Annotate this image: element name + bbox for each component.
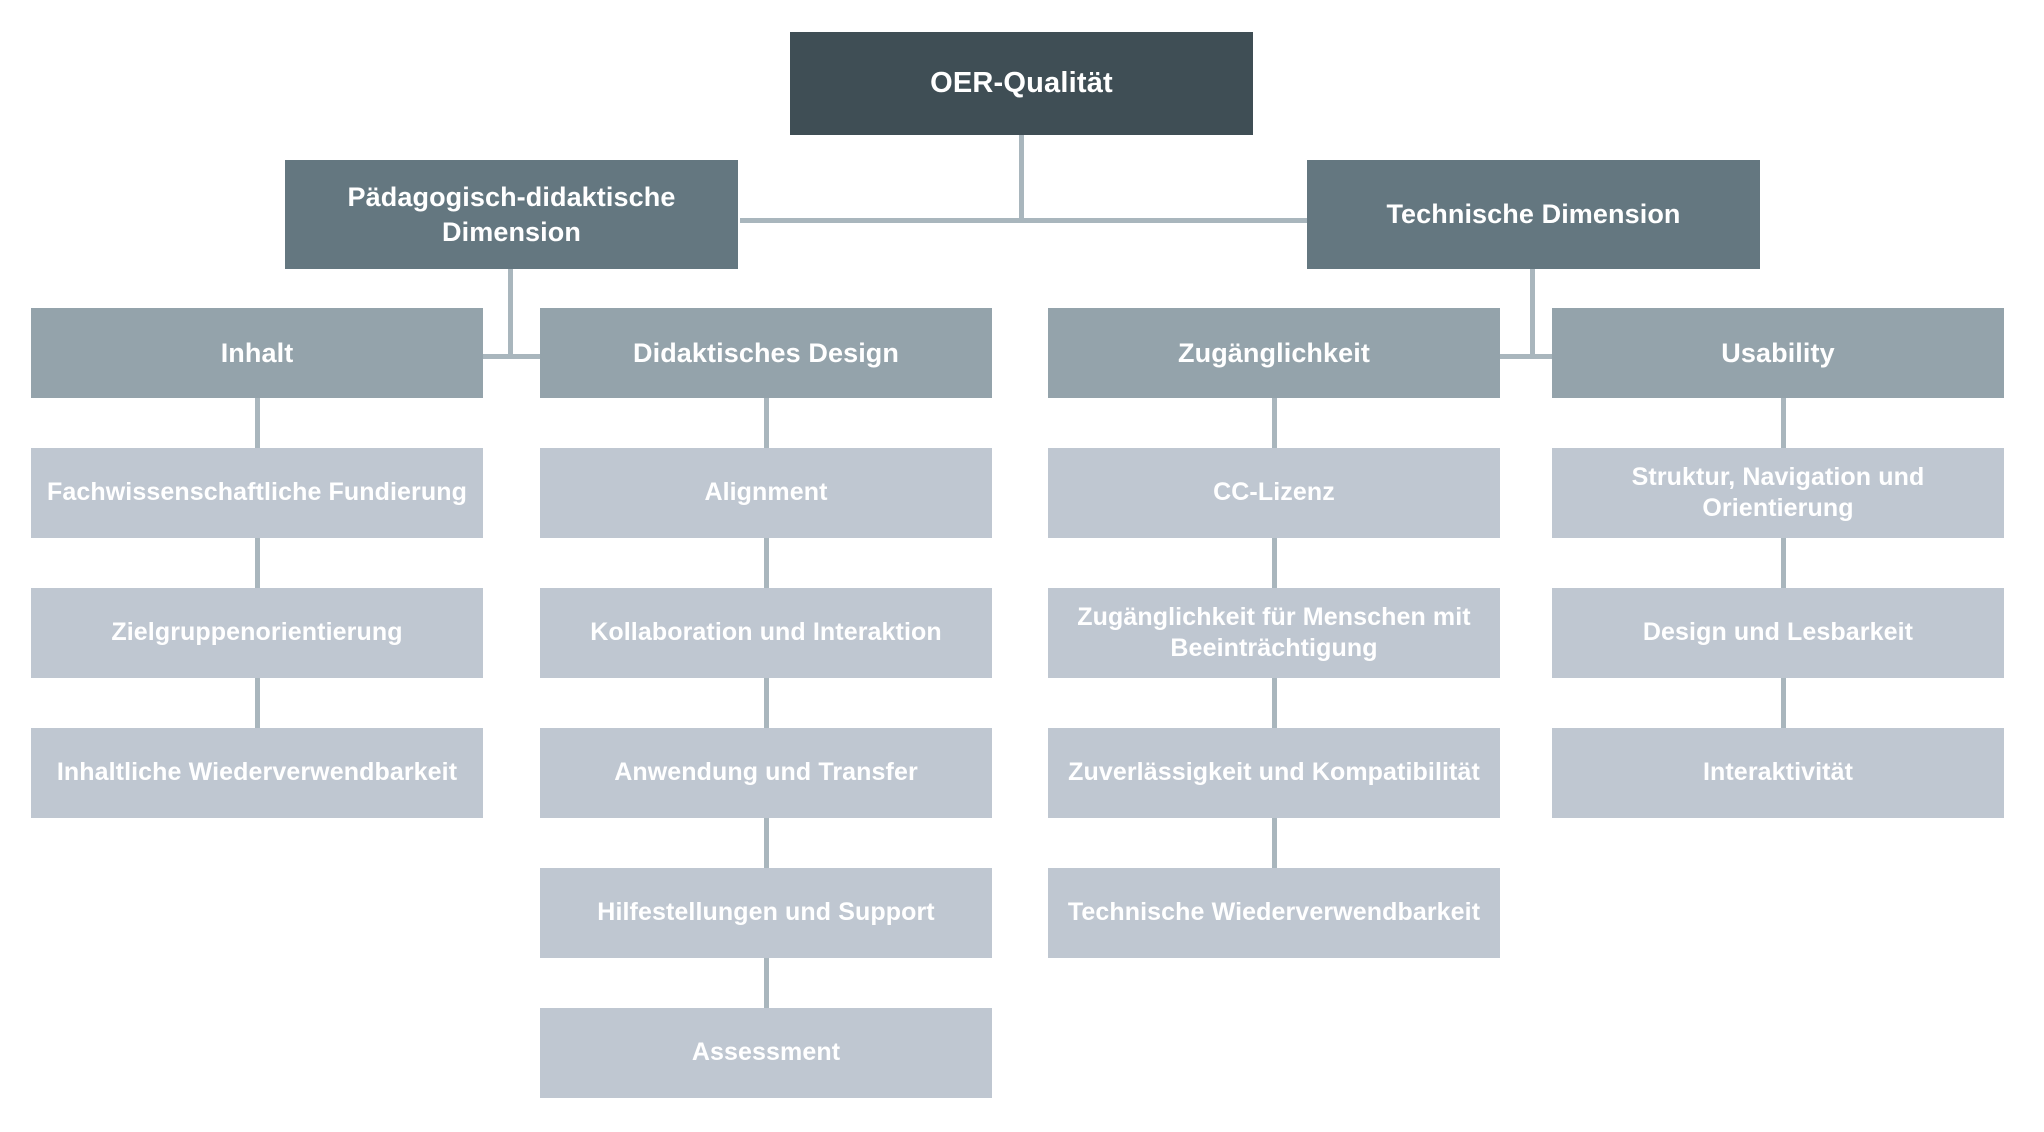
node-leaf-zielgruppenorientierung[interactable]: Zielgruppenorientierung [31, 588, 483, 678]
connector-root-down [1019, 135, 1024, 220]
connector-dimension-bus [740, 218, 1310, 223]
node-leaf-alignment[interactable]: Alignment [540, 448, 992, 538]
node-label: Inhaltliche Wiederverwendbarkeit [56, 758, 458, 787]
node-leaf-assessment[interactable]: Assessment [540, 1008, 992, 1098]
node-dimension-paedagogisch-didaktische[interactable]: Pädagogisch-didaktische Dimension [285, 160, 738, 269]
node-label: Assessment [691, 1038, 841, 1067]
node-category-zugaenglichkeit[interactable]: Zugänglichkeit [1048, 308, 1500, 398]
node-leaf-zuverlaessigkeit-und-kompatibilitaet[interactable]: Zuverlässigkeit und Kompatibilität [1048, 728, 1500, 818]
node-category-didaktisches-design[interactable]: Didaktisches Design [540, 308, 992, 398]
node-leaf-technische-wiederverwendbarkeit[interactable]: Technische Wiederverwendbarkeit [1048, 868, 1500, 958]
node-label: Pädagogisch-didaktische Dimension [347, 182, 676, 247]
node-leaf-cc-lizenz[interactable]: CC-Lizenz [1048, 448, 1500, 538]
node-category-usability[interactable]: Usability [1552, 308, 2004, 398]
node-label: Didaktisches Design [633, 337, 899, 368]
node-leaf-hilfestellungen-und-support[interactable]: Hilfestellungen und Support [540, 868, 992, 958]
connector-left-dimension-down [508, 269, 513, 359]
node-leaf-anwendung-und-transfer[interactable]: Anwendung und Transfer [540, 728, 992, 818]
node-label: Zugänglichkeit [1178, 337, 1370, 368]
node-label: CC-Lizenz [1213, 478, 1335, 507]
node-dimension-technische[interactable]: Technische Dimension [1307, 160, 1760, 269]
node-label: Fachwissenschaftliche Fundierung [47, 478, 467, 507]
node-leaf-inhaltliche-wiederverwendbarkeit[interactable]: Inhaltliche Wiederverwendbarkeit [31, 728, 483, 818]
node-leaf-fachwissenschaftliche-fundierung[interactable]: Fachwissenschaftliche Fundierung [31, 448, 483, 538]
connector-column-2-spine [764, 357, 769, 1087]
node-label: Zielgruppenorientierung [111, 618, 403, 647]
node-label: Zugänglichkeit für Menschen mit Beeinträ… [1077, 602, 1471, 663]
node-label: Inhalt [220, 337, 294, 368]
connector-right-dimension-down [1530, 269, 1535, 359]
node-label: Struktur, Navigation und Orientierung [1631, 462, 1925, 523]
node-label: Anwendung und Transfer [614, 758, 918, 787]
node-label: Hilfestellungen und Support [597, 898, 935, 927]
node-label: Technische Wiederverwendbarkeit [1067, 898, 1481, 927]
node-label: Design und Lesbarkeit [1642, 618, 1914, 647]
connector-left-category-bus [448, 354, 573, 359]
node-root-oer-qualitaet[interactable]: OER-Qualität [790, 32, 1253, 135]
node-label: Interaktivität [1702, 758, 1854, 787]
node-category-inhalt[interactable]: Inhalt [31, 308, 483, 398]
node-leaf-struktur-navigation-und-orientierung[interactable]: Struktur, Navigation und Orientierung [1552, 448, 2004, 538]
node-leaf-zugaenglichkeit-fuer-menschen-mit-beeintraechtigung[interactable]: Zugänglichkeit für Menschen mit Beeinträ… [1048, 588, 1500, 678]
connector-right-category-bus [1470, 354, 1595, 359]
node-leaf-design-und-lesbarkeit[interactable]: Design und Lesbarkeit [1552, 588, 2004, 678]
node-label: Alignment [704, 478, 828, 507]
node-label: OER-Qualität [930, 67, 1113, 100]
node-label: Zuverlässigkeit und Kompatibilität [1068, 758, 1480, 787]
node-leaf-kollaboration-und-interaktion[interactable]: Kollaboration und Interaktion [540, 588, 992, 678]
node-leaf-interaktivitaet[interactable]: Interaktivität [1552, 728, 2004, 818]
node-label: Technische Dimension [1386, 199, 1681, 230]
node-label: Usability [1721, 337, 1835, 368]
node-label: Kollaboration und Interaktion [590, 618, 942, 647]
connector-column-4-spine [1781, 357, 1786, 809]
connector-column-1-spine [255, 357, 260, 809]
